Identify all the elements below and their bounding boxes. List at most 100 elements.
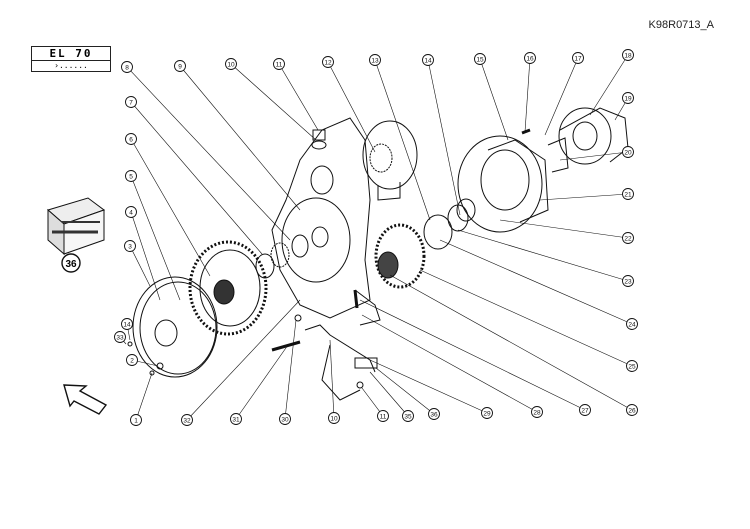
wheel-hub <box>558 107 629 165</box>
callout-number: 16 <box>526 56 534 63</box>
callout-leader <box>375 367 435 415</box>
callout-bubble <box>130 414 142 426</box>
bolt-16 <box>521 128 531 135</box>
callout-number: 19 <box>624 96 632 103</box>
callout-bubble <box>273 58 285 70</box>
callout-number: 35 <box>404 414 412 421</box>
callout-leader <box>539 193 629 201</box>
drawing-reference: K98R0713_A <box>648 19 714 31</box>
bolt-31 <box>271 340 301 352</box>
cable-wire <box>321 344 361 401</box>
callout-number: 1 <box>134 418 138 425</box>
callout-number: 2 <box>130 358 134 365</box>
callout-number: 33 <box>116 335 124 342</box>
callout-leader <box>427 59 461 216</box>
callout-bubble <box>626 404 638 416</box>
callout-number: 11 <box>276 62 283 69</box>
spur-gear <box>374 223 426 289</box>
callout-leader <box>284 319 297 420</box>
callout-bubble <box>126 354 138 366</box>
callout-number: 17 <box>574 56 582 63</box>
callout-number: 25 <box>628 364 636 371</box>
callout-leader <box>389 274 633 411</box>
callout-bubble <box>121 318 133 330</box>
callout-bubble <box>125 96 137 108</box>
callout-number: 15 <box>476 57 484 64</box>
bearing-6 <box>270 242 290 268</box>
callout-number: 21 <box>624 192 632 199</box>
spline-hub <box>362 120 418 201</box>
nut-30 <box>294 314 302 322</box>
callout-leader <box>457 229 629 282</box>
callout-leader <box>179 65 301 211</box>
callout-leader <box>499 219 629 239</box>
callout-leader <box>544 57 579 136</box>
callout-number: 4 <box>129 210 133 217</box>
cover-plate <box>132 276 218 378</box>
callout-number: 13 <box>371 58 379 65</box>
washer-10 <box>311 140 327 150</box>
washer-11b <box>356 381 364 389</box>
callout-bubble <box>622 92 634 104</box>
seal-9 <box>311 226 329 248</box>
group-code-box: EL 70 ›...... <box>31 46 111 72</box>
callout-leader <box>278 63 319 131</box>
bearing-24 <box>423 214 453 250</box>
callout-leader <box>129 245 151 287</box>
callout-number: 31 <box>232 417 240 424</box>
output-flange <box>457 135 549 233</box>
callout-number: 6 <box>129 137 133 144</box>
large-gear <box>188 240 268 336</box>
callout-bubble <box>579 404 591 416</box>
lever-arm <box>304 324 376 373</box>
callout-leader <box>479 58 509 141</box>
callout-number: 36 <box>430 412 438 419</box>
callout-number: 28 <box>533 410 541 417</box>
callout-bubble <box>125 170 137 182</box>
callout-number: 22 <box>624 236 632 243</box>
callout-bubble <box>124 240 136 252</box>
group-code: EL 70 <box>32 47 110 61</box>
callout-bubble <box>622 49 634 61</box>
callout-leader <box>327 61 376 153</box>
callout-leader <box>369 359 488 414</box>
callout-number: 23 <box>624 279 632 286</box>
callout-bubble <box>174 60 186 72</box>
seal-8 <box>291 234 309 258</box>
callout-leader <box>186 299 301 421</box>
callout-bubble <box>377 410 389 422</box>
callout-bubble <box>279 413 291 425</box>
callout-bubble <box>622 232 634 244</box>
callout-number: 10 <box>227 62 235 69</box>
callout-leader <box>439 239 633 325</box>
callout-bubble <box>125 133 137 145</box>
callout-number: 8 <box>125 65 129 72</box>
callout-leader <box>359 299 586 411</box>
callout-leader <box>589 54 629 116</box>
callout-bubble <box>622 275 634 287</box>
callout-bubble <box>225 58 237 70</box>
kit-box <box>46 197 106 256</box>
callout-leader <box>374 59 431 221</box>
callout-leader <box>419 269 633 367</box>
callout-bubble <box>402 410 414 422</box>
callout-leader <box>361 314 538 413</box>
callout-number: 11 <box>380 414 387 421</box>
callout-bubble <box>422 54 434 66</box>
callout-bubble <box>481 407 493 419</box>
callout-bubble <box>622 146 634 158</box>
callout-number: 30 <box>281 417 289 424</box>
callout-number: 14 <box>424 58 432 65</box>
callout-bubble <box>572 52 584 64</box>
callout-bubble <box>622 188 634 200</box>
callout-bubble <box>626 360 638 372</box>
callout-number: 20 <box>624 150 632 157</box>
shaft-20 <box>547 137 569 173</box>
callout-leader <box>130 211 161 301</box>
callout-bubble <box>322 56 334 68</box>
callout-leader <box>369 371 409 417</box>
callout-leader <box>329 339 335 419</box>
screw-14 <box>127 341 133 347</box>
callout-leader <box>230 63 317 141</box>
